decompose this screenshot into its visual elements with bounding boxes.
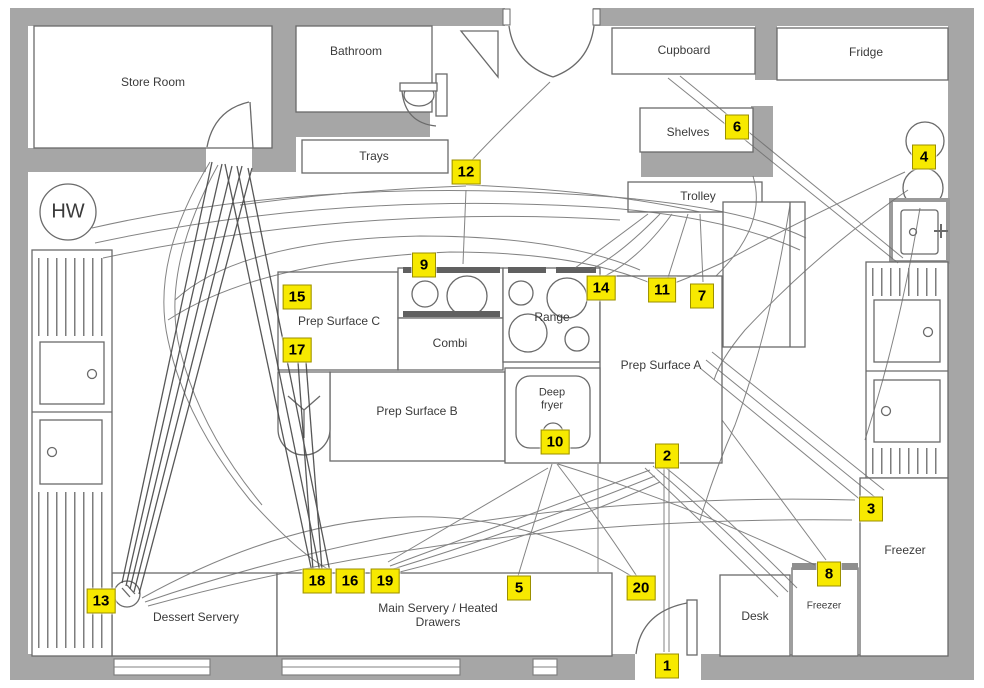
label-prep-surface-c: Prep Surface C xyxy=(297,314,381,329)
label-trays: Trays xyxy=(359,149,389,164)
label-freezer: Freezer xyxy=(884,543,926,558)
label-prep-surface-a: Prep Surface A xyxy=(620,358,702,373)
label-hw: HW xyxy=(51,200,85,223)
marker-20: 20 xyxy=(626,575,656,601)
marker-5: 5 xyxy=(507,575,531,601)
marker-12: 12 xyxy=(451,159,481,185)
tap-icon xyxy=(934,224,948,238)
label-bathroom: Bathroom xyxy=(329,44,383,59)
label-desk: Desk xyxy=(741,609,769,624)
marker-17: 17 xyxy=(282,337,312,363)
label-store-room: Store Room xyxy=(120,75,186,90)
marker-4: 4 xyxy=(912,144,936,170)
marker-16: 16 xyxy=(335,568,365,594)
movement-lines xyxy=(91,75,921,652)
label-main-servery-heated-drawers: Main Servery / Heated Drawers xyxy=(378,601,498,629)
label-range: Range xyxy=(534,310,570,325)
marker-11: 11 xyxy=(648,277,676,303)
marker-15: 15 xyxy=(282,284,312,310)
label-shelves: Shelves xyxy=(666,125,710,140)
marker-9: 9 xyxy=(412,252,436,278)
label-fridge: Fridge xyxy=(848,45,884,60)
marker-8: 8 xyxy=(817,561,841,587)
label-deep-fryer: Deep fryer xyxy=(538,386,566,411)
equipment xyxy=(31,25,950,657)
marker-3: 3 xyxy=(859,496,883,522)
label-trolley: Trolley xyxy=(680,189,716,204)
marker-13: 13 xyxy=(86,588,116,614)
marker-1: 1 xyxy=(655,653,679,679)
label-combi: Combi xyxy=(432,336,468,351)
marker-18: 18 xyxy=(302,568,332,594)
marker-10: 10 xyxy=(540,429,570,455)
label-cupboard: Cupboard xyxy=(657,43,711,58)
storeroom-fan-lines xyxy=(121,161,331,595)
marker-2: 2 xyxy=(655,443,679,469)
marker-7: 7 xyxy=(690,283,714,309)
marker-19: 19 xyxy=(370,568,400,594)
label-freezer: Freezer xyxy=(806,600,842,612)
label-dessert-servery: Dessert Servery xyxy=(152,610,240,625)
marker-6: 6 xyxy=(725,114,749,140)
marker-14: 14 xyxy=(586,275,616,301)
label-prep-surface-b: Prep Surface B xyxy=(376,404,458,419)
